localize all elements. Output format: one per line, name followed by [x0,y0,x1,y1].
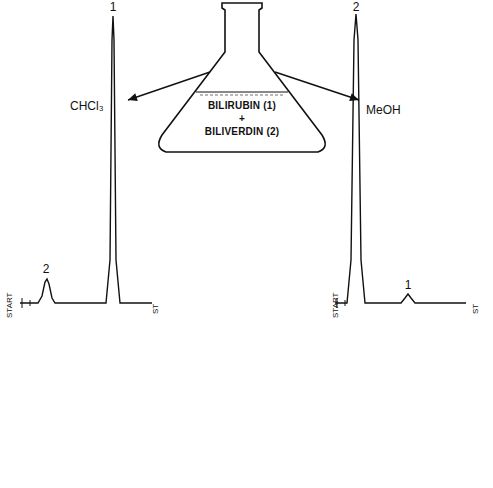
peak-number: 1 [110,1,117,13]
flask-outline [159,3,325,152]
start-tick [22,298,30,308]
solvent-label: MeOH [364,104,403,117]
chromatogram-node: 2 1START ST [0,0,165,330]
chromatogram-node: 2 1START ST [328,0,493,330]
liquid-surface [196,92,288,93]
solvent-label: CHCl₃ [68,100,106,113]
axis-label: START [6,293,14,318]
peak-number: 2 [353,1,360,13]
liquid-surface-hatch [200,95,284,96]
chromatogram-trace [335,14,466,303]
axis-label: ST [472,304,480,314]
axis-label: ST [152,304,160,314]
axis-label: START [332,293,340,318]
flask-node: BILIRUBIN (1) + BILIVERDIN (2) [160,0,325,160]
compound-label: BILIVERDIN (2) [205,127,279,137]
peak-number: 1 [405,279,412,291]
chromatogram-trace [20,16,152,303]
compound-label: + [239,114,245,124]
compound-label: BILIRUBIN (1) [208,101,276,111]
peak-number: 2 [43,263,50,275]
